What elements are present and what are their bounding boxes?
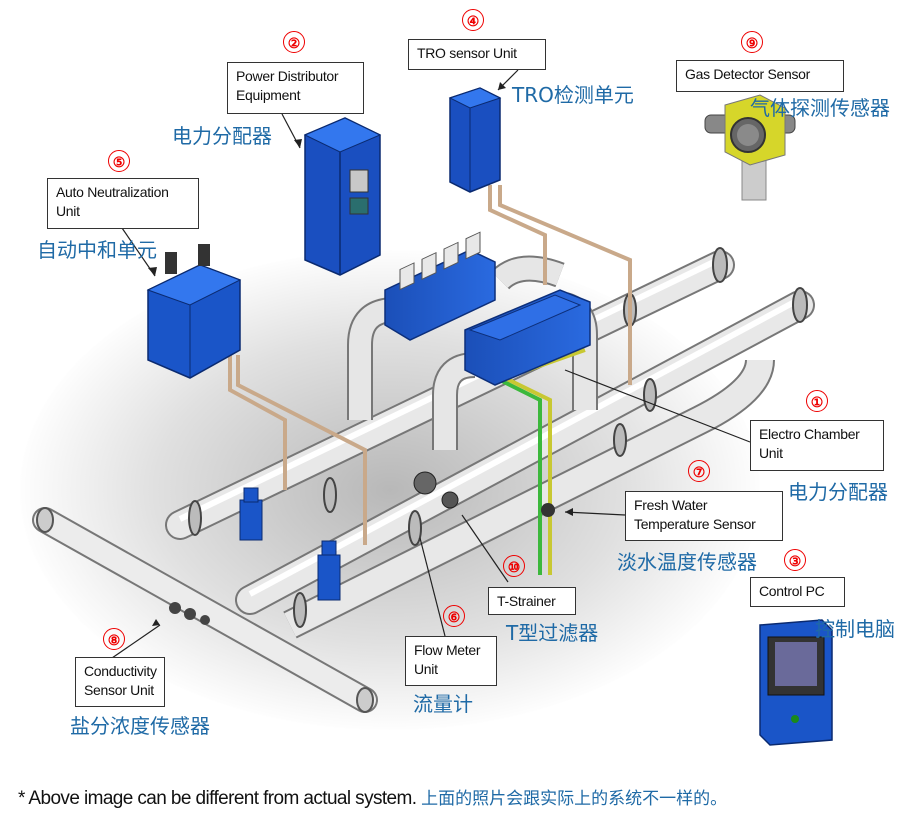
floor-shadow	[20, 250, 760, 730]
label-line: Fresh Water	[634, 497, 708, 513]
label-power-distributor: Power Distributor Equipment	[227, 62, 364, 114]
label-tro-sensor: TRO sensor Unit	[408, 39, 546, 70]
electro-chamber-unit-front	[464, 289, 591, 386]
fresh-water-temp-sensor	[541, 503, 555, 517]
label-gas-detector: Gas Detector Sensor	[676, 60, 844, 92]
component-number-6: ⑥	[443, 605, 465, 627]
control-pc	[759, 619, 833, 746]
power-distributor-cabinet	[303, 117, 382, 276]
label-t-strainer: T-Strainer	[488, 587, 576, 615]
component-number-1: ①	[806, 390, 828, 412]
label-line: Power Distributor	[236, 68, 339, 84]
label-cn-tro-sensor: TRO检测单元	[512, 83, 634, 107]
component-number-7: ⑦	[688, 460, 710, 482]
label-cn-flow-meter: 流量计	[413, 692, 473, 716]
leader-lines	[111, 69, 751, 659]
pipe-lower	[283, 358, 775, 639]
label-line: Flow Meter	[414, 642, 481, 658]
label-line: Unit	[759, 445, 783, 461]
label-conductivity: Conductivity Sensor Unit	[75, 657, 165, 707]
label-cn-auto-neutralization: 自动中和单元	[37, 238, 157, 262]
label-cn-electro-chamber: 电力分配器	[788, 480, 888, 504]
component-number-3: ③	[784, 549, 806, 571]
label-cn-gas-detector: 气体探测传感器	[750, 96, 890, 120]
label-fresh-water-temp: Fresh Water Temperature Sensor	[625, 491, 783, 541]
label-line: Auto Neutralization	[56, 184, 169, 200]
component-number-5: ⑤	[108, 150, 130, 172]
component-number-2: ②	[283, 31, 305, 53]
component-number-10: ⑩	[503, 555, 525, 577]
tro-sensor-cabinet	[448, 87, 502, 193]
footnote-en: * Above image can be different from actu…	[18, 788, 417, 809]
component-number-8: ⑧	[103, 628, 125, 650]
label-cn-t-strainer: T型过滤器	[506, 621, 599, 645]
label-cn-fresh-water-temp: 淡水温度传感器	[617, 550, 757, 574]
component-number-9: ⑨	[741, 31, 763, 53]
label-line: Equipment	[236, 87, 301, 103]
component-number-4: ④	[462, 9, 484, 31]
label-line: Unit	[56, 203, 80, 219]
footnote: * Above image can be different from actu…	[18, 784, 727, 810]
t-strainer	[413, 471, 459, 509]
label-line: Conductivity	[84, 663, 157, 679]
pipe-diagonal	[32, 507, 378, 713]
valve-left	[239, 487, 263, 541]
equipment-illustration	[32, 69, 833, 746]
gas-detector-sensor	[704, 94, 796, 201]
label-cn-power-distributor: 电力分配器	[172, 124, 272, 148]
system-diagram: ② Power Distributor Equipment 电力分配器 ④ TR…	[20, 9, 895, 746]
electro-chamber-unit-rear	[384, 231, 496, 341]
label-line: Temperature Sensor	[634, 516, 756, 532]
pipe-middle	[235, 290, 815, 615]
auto-neutralization-unit	[146, 244, 242, 379]
label-line: Unit	[414, 661, 438, 677]
label-line: Sensor Unit	[84, 682, 154, 698]
label-cn-control-pc: 控制电脑	[815, 617, 895, 641]
label-flow-meter: Flow Meter Unit	[405, 636, 497, 686]
label-auto-neutralization: Auto Neutralization Unit	[47, 178, 199, 229]
label-line: Electro Chamber	[759, 426, 860, 442]
footnote-cn: 上面的照片会跟实际上的系统不一样的。	[421, 789, 728, 809]
label-electro-chamber: Electro Chamber Unit	[750, 420, 884, 471]
label-control-pc: Control PC	[750, 577, 845, 607]
label-cn-conductivity: 盐分浓度传感器	[70, 714, 210, 738]
valve-right	[317, 540, 341, 601]
arrow-heads	[148, 82, 573, 626]
conductivity-sensor	[169, 602, 210, 625]
